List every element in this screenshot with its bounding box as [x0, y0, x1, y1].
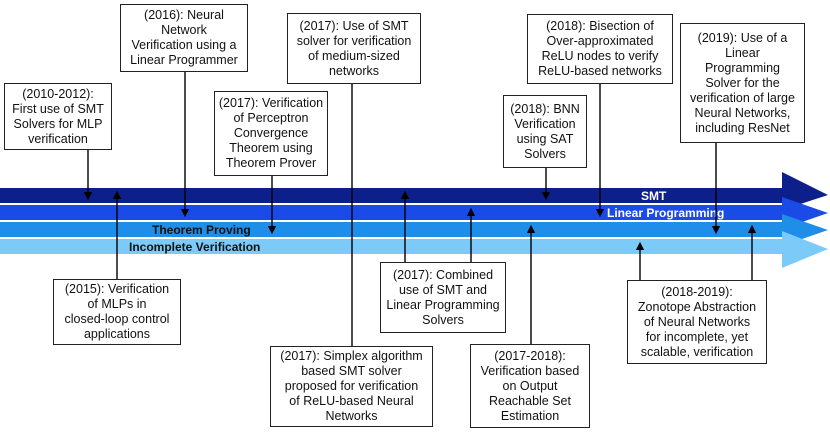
event-2015: (2015): Verification of MLPs in closed-l… [53, 279, 181, 345]
band-linear-programming [0, 205, 786, 220]
band-label-smt: SMT [641, 189, 667, 203]
event-2018-bisection: (2018): Bisection of Over-approximated R… [527, 14, 673, 84]
event-2017-simplex: (2017): Simplex algorithm based SMT solv… [270, 346, 433, 427]
band-label-theorem-proving: Theorem Proving [152, 223, 251, 237]
event-2010-2012: (2010-2012): First use of SMT Solvers fo… [4, 83, 112, 150]
arrowhead-smt [782, 172, 828, 210]
band-theorem-proving [0, 222, 786, 237]
band-incomplete-verification [0, 239, 786, 254]
event-2017-2018-reachable: (2017-2018): Verification based on Outpu… [470, 344, 590, 428]
event-2018-2019-zonotope: (2018-2019): Zonotope Abstraction of Neu… [627, 280, 767, 364]
event-2018-bnn: (2018): BNN Verification using SAT Solve… [503, 95, 587, 168]
event-2017-combined: (2017): Combined use of SMT and Linear P… [380, 262, 506, 333]
band-label-incomplete-verification: Incomplete Verification [129, 240, 261, 254]
band-smt [0, 188, 786, 203]
event-2017-theorem-prover: (2017): Verification of Perceptron Conve… [214, 91, 328, 176]
event-2017-smt-medium: (2017): Use of SMT solver for verificati… [287, 13, 421, 84]
arrowhead-incomplete-verification [782, 231, 828, 268]
band-label-linear-programming: Linear Programming [607, 206, 725, 220]
event-2016: (2016): Neural Network Verification usin… [120, 4, 248, 72]
event-2019-linear-programming: (2019): Use of a Linear Programming Solv… [680, 23, 805, 143]
